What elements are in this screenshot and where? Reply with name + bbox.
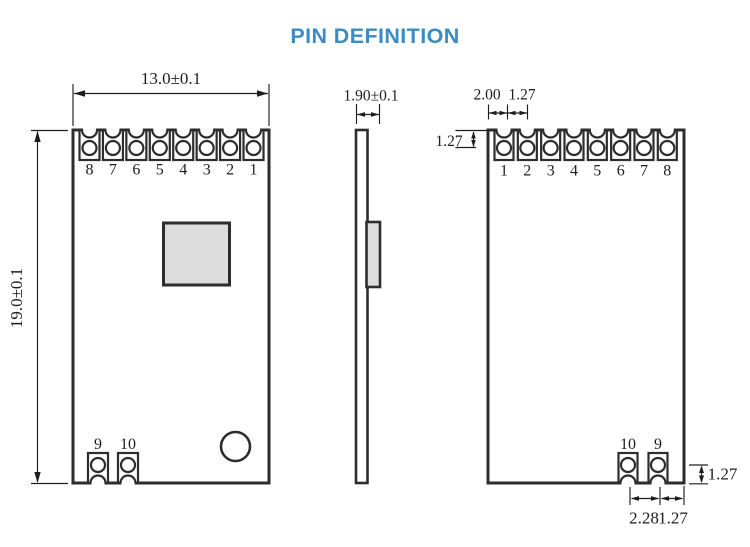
page-title: PIN DEFINITION: [290, 24, 460, 48]
castellated-pin-pad: [78, 127, 101, 162]
pad-depth-label: 1.27: [435, 133, 462, 150]
back-bottom-dimensions: 2.28 1.27: [629, 486, 688, 528]
arrowhead-down: [34, 472, 41, 483]
front-width-label: 13.0±0.1: [141, 69, 201, 88]
arrowhead-right: [651, 496, 659, 501]
pin-pitch-label: 1.27: [508, 87, 535, 104]
castellated-pin-pad: [148, 127, 171, 162]
back-pin-label: 5: [593, 163, 601, 180]
castellated-pin-pad: [633, 127, 655, 162]
front-height-dimension: 19.0±0.1: [7, 129, 68, 485]
back-top-dimensions: 2.00 1.27: [473, 87, 536, 120]
back-module-body: [486, 128, 686, 485]
castellated-pin-pad: [610, 127, 632, 162]
arrowhead-left: [631, 496, 639, 501]
arrowhead-left: [74, 90, 85, 97]
back-pin-label: 9: [654, 436, 662, 453]
back-view: 2.00 1.27 1.27 1.27: [435, 87, 737, 528]
arrowhead-left: [508, 110, 516, 116]
castellated-pin-pad: [218, 127, 242, 162]
castellated-pads-layer: [78, 127, 678, 486]
castellated-pin-pad: [125, 127, 148, 162]
side-thickness-dimension: 1.90±0.1: [343, 88, 399, 124]
front-pin-label: 9: [94, 436, 102, 453]
back-pin-label: 3: [547, 163, 555, 180]
arrowhead-right: [257, 90, 268, 97]
castellated-pin-pad: [195, 127, 218, 162]
edge-to-pin-label: 2.00: [473, 87, 500, 104]
castellated-pin-pad: [86, 451, 110, 486]
castellated-pin-pad: [656, 127, 678, 162]
arrowhead-down: [699, 475, 704, 483]
front-height-label: 19.0±0.1: [7, 268, 26, 328]
arrowhead-right: [519, 110, 527, 116]
castellated-pin-pad: [172, 127, 195, 162]
side-view: 1.90±0.1: [343, 88, 399, 485]
mounting-hole: [219, 430, 252, 463]
arrowhead-up: [34, 131, 41, 142]
castellated-pin-pad: [493, 127, 515, 162]
front-pin-label: 10: [120, 436, 136, 453]
castellated-pin-pad: [563, 127, 585, 162]
back-pin-label: 10: [620, 436, 636, 453]
castellated-pin-pad: [116, 451, 140, 486]
back-pin-label: 1: [500, 163, 508, 180]
front-width-dimension: 13.0±0.1: [72, 69, 270, 126]
arrowhead-left: [661, 496, 669, 501]
front-pin-label: 6: [132, 162, 140, 179]
pad-depth-label: 1.27: [708, 465, 738, 484]
front-pin-label: 7: [109, 162, 117, 179]
castellated-pin-pad: [242, 127, 265, 162]
front-pin-label: 4: [179, 162, 187, 179]
back-pad-depth-dimension-top: 1.27: [435, 129, 487, 150]
back-pin-label: 7: [640, 163, 648, 180]
arrowhead-left: [489, 110, 497, 116]
side-chip-profile: [365, 220, 382, 289]
pin-pitch-label: 2.28: [629, 509, 659, 528]
back-pin-label: 6: [617, 163, 625, 180]
arrowhead-up: [471, 131, 476, 139]
pin-to-edge-label: 1.27: [658, 509, 688, 528]
side-pcb-profile: [354, 128, 369, 485]
ic-chip: [162, 221, 231, 287]
castellated-pin-pad: [101, 127, 125, 162]
front-module-body: [71, 128, 271, 485]
castellated-pin-pad: [540, 127, 562, 162]
front-pin-label: 8: [86, 162, 94, 179]
front-pin-label: 2: [226, 162, 234, 179]
arrowhead-down: [471, 140, 476, 147]
arrowhead-right: [371, 112, 379, 117]
front-view: 13.0±0.1 19.0±0.1 8 7 6 5 4 3 2 1 9 10: [7, 69, 271, 485]
back-pad-depth-dimension-bottom: 1.27: [689, 464, 738, 485]
back-pin-label: 8: [663, 163, 671, 180]
arrowhead-right: [499, 110, 507, 116]
castellated-pin-pad: [586, 127, 608, 162]
front-pin-label: 5: [156, 162, 164, 179]
back-pin-label: 4: [570, 163, 578, 180]
front-pin-label: 1: [250, 162, 258, 179]
castellated-pin-pad: [617, 451, 639, 486]
front-pin-label: 3: [203, 162, 211, 179]
arrowhead-right: [675, 496, 683, 501]
arrowhead-left: [357, 112, 365, 117]
side-thickness-label: 1.90±0.1: [343, 88, 398, 105]
castellated-pin-pad: [647, 451, 669, 486]
castellated-pin-pad: [516, 127, 538, 162]
back-pin-label: 2: [523, 163, 531, 180]
arrowhead-up: [699, 465, 704, 473]
